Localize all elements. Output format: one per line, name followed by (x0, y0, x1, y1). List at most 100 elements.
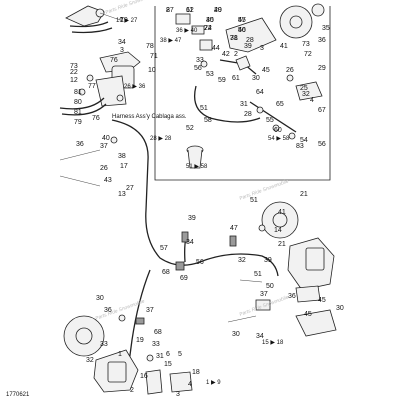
callout-number: 37 (146, 307, 154, 314)
callout-number: 35 (322, 25, 330, 32)
callout-number: 78 (146, 43, 154, 50)
callout-number: 72 (204, 25, 212, 32)
callout-number: 57 (160, 245, 168, 252)
callout-number: 30 (232, 331, 240, 338)
inset-frame-outline (154, 6, 331, 181)
callout-number: 30 (96, 295, 104, 302)
callout-number: 3 (176, 391, 180, 398)
callout-number: 77 (88, 83, 96, 90)
callout-number: 50 (266, 283, 274, 290)
lower-left-brake-disc-caliper (63, 314, 193, 395)
left-master-cylinder (59, 51, 141, 144)
callout-number: 36 (288, 293, 296, 300)
callout-number: 14 (274, 227, 282, 234)
callout-number: 8 (166, 7, 170, 14)
callout-number: 45 (206, 17, 214, 24)
note-28-28: 28 ▶ 28 (150, 136, 172, 142)
callout-number: 16 (140, 373, 148, 380)
callout-number: 76 (110, 57, 118, 64)
callout-number: 21 (300, 191, 308, 198)
callout-number: 56 (196, 259, 204, 266)
callout-number: 5 (178, 351, 182, 358)
callout-number: 36 (76, 141, 84, 148)
callout-number: 71 (150, 53, 158, 60)
callout-number: 13 (118, 191, 126, 198)
callout-number: 17 (120, 163, 128, 170)
harness-label-line: Harness Ass'y Cablaga ass. (112, 114, 187, 120)
callout-number: 68 (162, 269, 170, 276)
callout-number: 37 (100, 143, 108, 150)
callout-number: 38 (230, 35, 238, 42)
callout-number: 43 (104, 177, 112, 184)
callout-number: 33 (100, 341, 108, 348)
callout-number: 81 (74, 89, 82, 96)
callout-number: 3 (120, 47, 124, 54)
callout-number: 34 (256, 333, 264, 340)
note-26-36: 26 ▶ 36 (124, 84, 146, 90)
callout-number: 40 (214, 7, 222, 14)
callout-number: 83 (296, 143, 304, 150)
callout-number: 52 (186, 125, 194, 132)
callout-number: 28 (244, 111, 252, 118)
callout-number: 30 (336, 305, 344, 312)
callout-number: 25 (300, 85, 308, 92)
callout-number: 73 (302, 41, 310, 48)
callout-number: 3 (260, 45, 264, 52)
callout-number: 4 (310, 97, 314, 104)
callout-number: 55 (266, 117, 274, 124)
note-19-27: 19 ▶ 27 (116, 18, 138, 24)
callout-number: 12 (70, 77, 78, 84)
callout-number: 41 (278, 209, 286, 216)
callout-number: 67 (318, 107, 326, 114)
figure-code: 1770621 (6, 392, 30, 398)
callout-number: 22 (70, 69, 78, 76)
callout-number: 60 (274, 127, 282, 134)
callout-number: 68 (154, 329, 162, 336)
callout-number: 24 (204, 25, 212, 32)
callout-number: 33 (152, 341, 160, 348)
callout-number: 79 (74, 119, 82, 126)
callout-number: 7 (120, 17, 124, 24)
leader-lines (59, 149, 263, 323)
callout-number: 69 (180, 275, 188, 282)
callout-number: 29 (214, 7, 222, 14)
callout-number: 39 (264, 257, 272, 264)
callout-number: 72 (304, 51, 312, 58)
callout-number: 40 (102, 135, 110, 142)
callout-number: 27 (166, 7, 174, 14)
callout-number: 4 (188, 381, 192, 388)
note-1-9: 1 ▶ 9 (206, 380, 221, 386)
callout-number: 45 (262, 67, 270, 74)
callout-number: 56 (194, 65, 202, 72)
callout-number: 36 (104, 307, 112, 314)
callout-number: 32 (86, 357, 94, 364)
callout-number: 55 (238, 17, 246, 24)
callout-number: 47 (238, 17, 246, 24)
callout-number: 73 (70, 63, 78, 70)
callout-number: 44 (212, 45, 220, 52)
callout-number: 61 (232, 75, 240, 82)
callout-number: 51 (250, 197, 258, 204)
callout-number: 71 (230, 35, 238, 42)
callout-number: 64 (256, 89, 264, 96)
note-51-58: 51 ▶ 58 (186, 164, 208, 170)
callout-number: 2 (234, 51, 238, 58)
callout-number: 81 (74, 109, 82, 116)
callout-number: 10 (148, 67, 156, 74)
inset-caliper-disc (175, 3, 325, 169)
callout-number: 51 (254, 271, 262, 278)
callout-number: 62 (186, 7, 194, 14)
callout-number: 11 (186, 7, 193, 14)
callout-number: 39 (188, 215, 196, 222)
note-38-47: 38 ▶ 47 (160, 38, 182, 44)
note-54-58: 54 ▶ 58 (268, 136, 290, 142)
callout-number: 45 (318, 297, 326, 304)
callout-number: 34 (118, 39, 126, 46)
callout-number: 30 (252, 75, 260, 82)
callout-number: 31 (240, 101, 248, 108)
callout-number: 50 (238, 27, 246, 34)
callout-number: 18 (192, 369, 200, 376)
